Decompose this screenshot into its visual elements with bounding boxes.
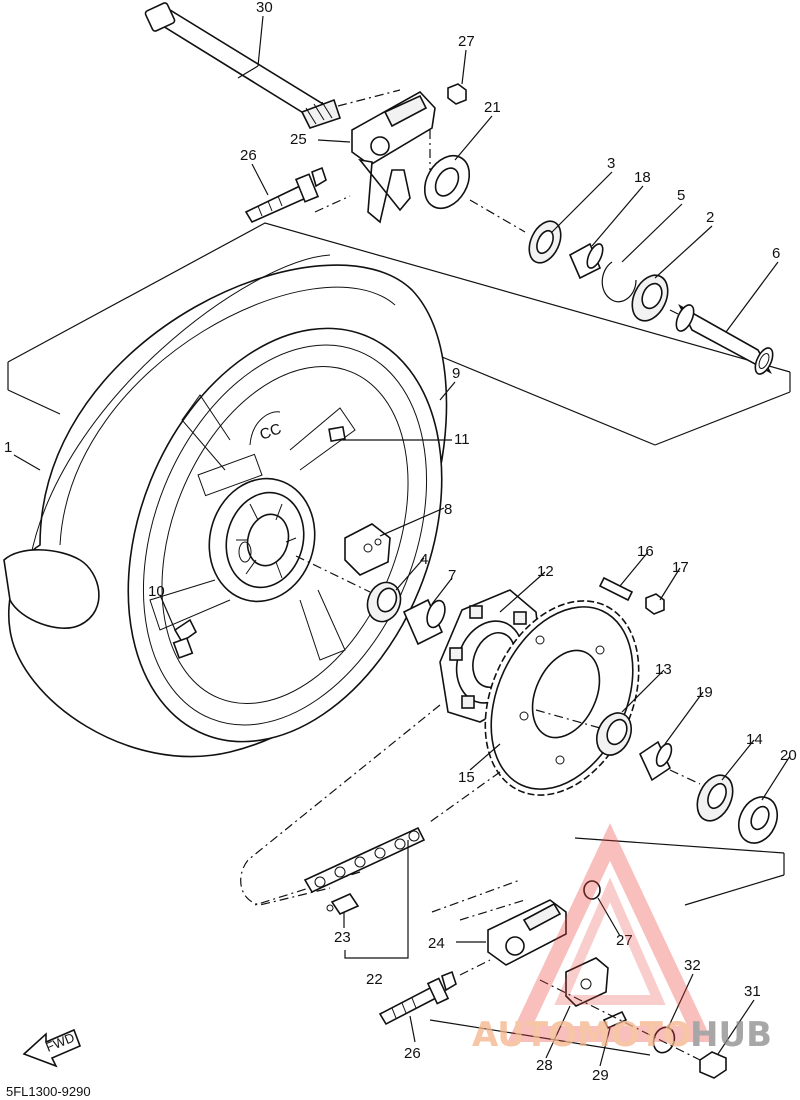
callout-25: 25: [290, 131, 307, 148]
callout-2: 2: [706, 209, 714, 226]
callout-16: 16: [637, 543, 654, 560]
drive-chain: [240, 704, 501, 906]
spacer-tube-6: [675, 304, 774, 375]
balance-weight: [328, 425, 346, 443]
collar-20: [737, 796, 779, 844]
sprocket-hub: [439, 589, 541, 723]
callout-17: 17: [672, 559, 689, 576]
callout-15: 15: [458, 769, 475, 786]
collar-7: [402, 598, 446, 646]
fwd-arrow: FWD: [22, 1028, 82, 1068]
callout-10: 10: [148, 583, 165, 600]
circlip-5: [601, 261, 637, 303]
chain-puller-right: [351, 90, 436, 224]
callout-32: 32: [684, 957, 701, 974]
callout-9: 9: [452, 365, 460, 382]
tire-valve: [172, 618, 198, 659]
callout-29: 29: [592, 1067, 609, 1084]
callout-19: 19: [696, 684, 713, 701]
chain-puller-left: [487, 899, 567, 966]
callout-12: 12: [537, 563, 554, 580]
watermark-logo: AUTOMOTO HUB: [472, 823, 772, 1055]
callout-28: 28: [536, 1057, 553, 1074]
upper-plane-outline: [7, 222, 791, 373]
adjust-bolt-bottom: [378, 970, 457, 1026]
callout-24: 24: [428, 935, 445, 952]
bearing-4: [366, 581, 402, 623]
rear-axle: [144, 2, 342, 129]
callout-7: 7: [448, 567, 456, 584]
watermark-hub: HUB: [690, 1015, 772, 1055]
callout-13: 13: [655, 661, 672, 678]
callout-1: 1: [4, 439, 12, 456]
diagram-code: 5FL1300-9290: [6, 1084, 91, 1099]
callout-5: 5: [677, 187, 685, 204]
adjust-bolt-top: [244, 166, 327, 224]
callout-20: 20: [780, 747, 797, 764]
callout-labels: 30 27 21 25 26 3 18 5 2 6 9 1 11 8 4 7 1…: [4, 0, 797, 1084]
callout-14: 14: [746, 731, 763, 748]
callout-23: 23: [334, 929, 351, 946]
callout-26b: 26: [404, 1045, 421, 1062]
master-link: [326, 892, 360, 916]
rear-wheel-rim: CC: [127, 327, 443, 743]
watermark-auto: AUTOMOTO: [472, 1015, 692, 1055]
stud-bolt-16: [598, 576, 634, 602]
callout-4: 4: [420, 551, 428, 568]
callout-26: 26: [240, 147, 257, 164]
bearing-2: [631, 274, 669, 322]
callout-27b: 27: [616, 932, 633, 949]
callout-21: 21: [484, 99, 501, 116]
oil-seal-14: [696, 774, 734, 822]
bolt-29: [602, 1010, 628, 1030]
nut-17: [645, 593, 665, 615]
nut-27-bottom: [583, 880, 601, 900]
callout-22: 22: [366, 971, 383, 988]
callout-18: 18: [634, 169, 651, 186]
callout-31: 31: [744, 983, 761, 1000]
svg-text:CC: CC: [258, 420, 284, 443]
bearing-13: [595, 712, 633, 756]
callout-30: 30: [256, 0, 273, 16]
callout-6: 6: [772, 245, 780, 262]
spacer-18: [568, 242, 604, 280]
callout-11: 11: [454, 431, 470, 448]
collar-21: [423, 154, 471, 210]
axle-nut-top: [447, 83, 467, 105]
callout-27: 27: [458, 33, 475, 50]
callout-8: 8: [444, 501, 452, 518]
nut-31: [699, 1051, 727, 1079]
damper-8: [344, 523, 391, 576]
callout-3: 3: [607, 155, 615, 172]
plate-28: [565, 957, 609, 1007]
collar-19: [638, 740, 673, 782]
